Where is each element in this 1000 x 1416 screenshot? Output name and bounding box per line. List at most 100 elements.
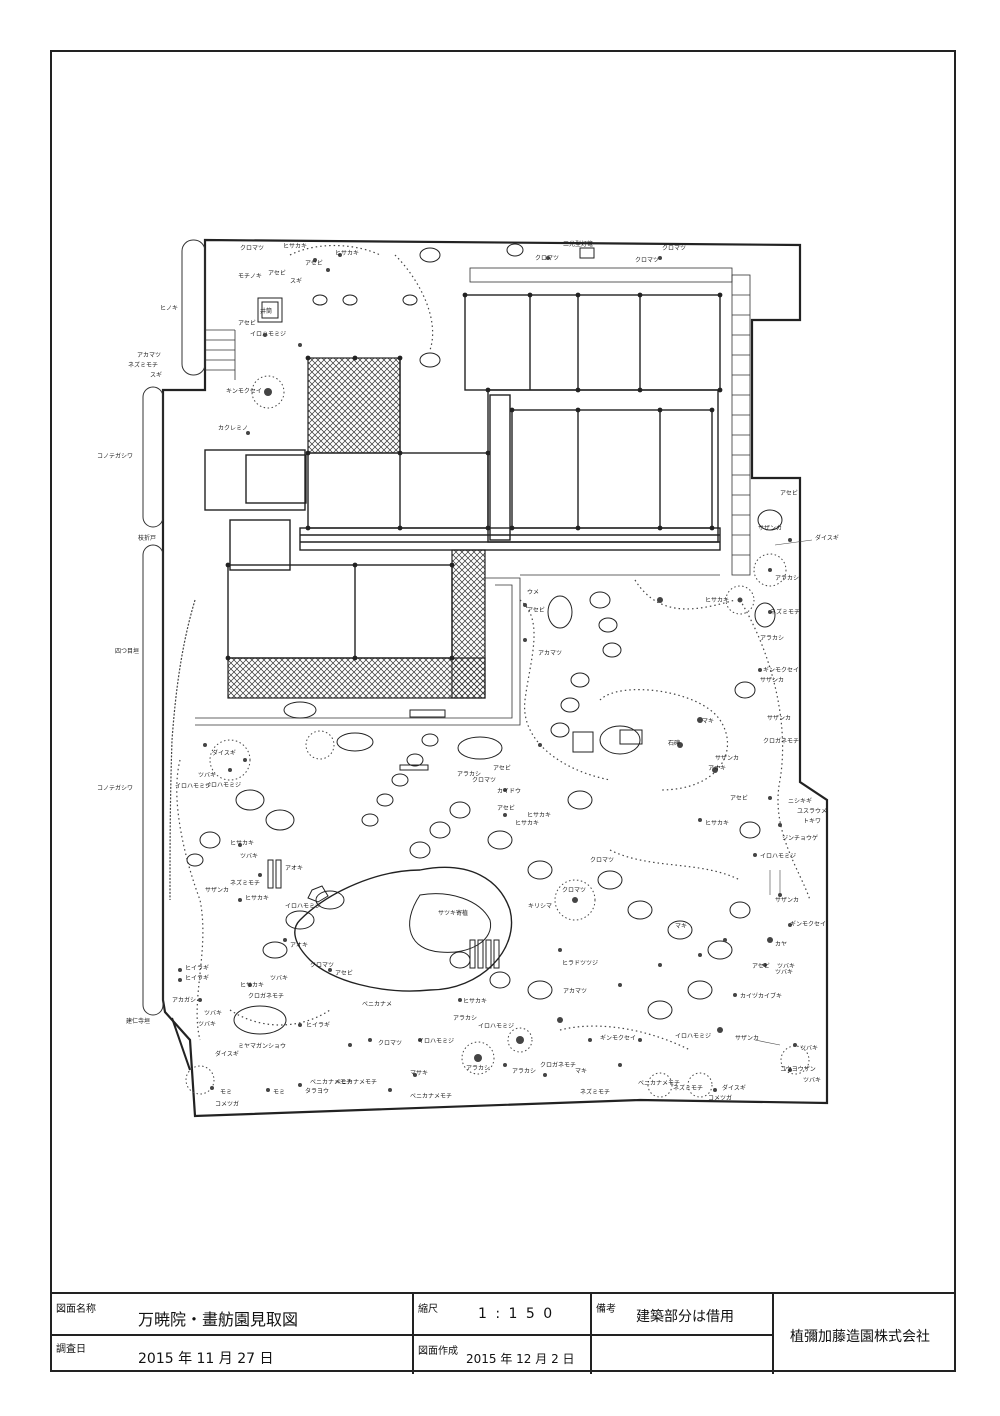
label-kuroganemochi: クロガネモチ [763, 737, 799, 745]
title-block: 図面名称 万暁院・畫舫園見取図 縮尺 1 : 1 5 0 備考 建築部分は借用 … [50, 1292, 956, 1374]
label-asebi: アセビ [780, 489, 798, 497]
label-nezumimochi: ネズミモチ [673, 1084, 703, 1092]
label-sazanka: サザンカ [205, 887, 229, 894]
drawing-sheet-frame [50, 50, 956, 1372]
label-kuromatsu: クロマツ [378, 1040, 402, 1047]
label-kometsuga: コメツガ [215, 1100, 239, 1108]
label-tsubaki: ツバキ [800, 1045, 818, 1052]
label-irohamomiji: イロハモミジ [205, 782, 241, 789]
label-hiiragi: ヒイラギ [185, 975, 209, 982]
label-konotegashiwa: コノテガシワ [97, 452, 133, 460]
label-yusuraume: ユスラウメ [797, 807, 827, 815]
kenninji-fence [171, 1017, 191, 1071]
label-nezumimochi: ネズミモチ [580, 1088, 610, 1096]
name-label: 図面名称 [56, 1304, 96, 1315]
label-asebi: アセビ [730, 794, 748, 802]
label-nezumimochi: ネズミモチ [128, 361, 158, 369]
label-kuromatsu: クロマツ [240, 245, 264, 252]
label-benikaname: ベニカナメモチ [638, 1080, 680, 1087]
label-arakashi: アラカシ [457, 771, 481, 778]
pond [294, 866, 513, 992]
fence-konotegashiwa-1 [142, 386, 164, 528]
stepping-stones [186, 243, 783, 1035]
label-maki: マキ [575, 1068, 587, 1075]
label-sazanka: サザンカ [767, 715, 791, 722]
fence-konotegashiwa-2 [142, 544, 164, 1016]
label-kouyouzan: コウヨウザン [780, 1065, 816, 1073]
label-kakuremino: カクレミノ [218, 425, 248, 432]
label-tokiwa: トキワ [803, 818, 821, 825]
label-akamatsu: アカマツ [563, 988, 587, 995]
leader-lines [754, 539, 813, 1046]
label-sazanka: サザンカ [735, 1035, 759, 1042]
label-mochinoki: モチノキ [238, 273, 262, 280]
label-ginmokusei: ギンモクセイ [600, 1035, 636, 1042]
label-ume: ウメ [527, 588, 539, 596]
label-nezumimochi: ネズミモチ [770, 608, 800, 616]
label-aoki: アオキ [290, 942, 308, 949]
label-kinmokusei: キンモクセイ [226, 388, 262, 395]
label-irohamomiji: イロハモミジ [675, 1033, 711, 1040]
note-label: 備考 [596, 1304, 616, 1315]
label-asebi: アセビ [335, 969, 353, 977]
label-tsubaki: ツバキ [775, 969, 793, 976]
label-irohamomiji: イロハモミジ [250, 331, 286, 338]
label-kuromatsu: クロマツ [590, 857, 614, 864]
note-value: 建築部分は借用 [636, 1309, 734, 1325]
label-kuroganemochi: クロガネモチ [248, 992, 284, 1000]
label-hisakaki: ヒサカキ [283, 243, 307, 250]
label-kaidou: カイドウ [497, 787, 521, 795]
label-jinchouge: ジンチョウゲ [782, 834, 818, 842]
created-date: 2015 年 12 月 2 日 [466, 1352, 575, 1366]
label-konotegashiwa: コノテガシワ [97, 784, 133, 792]
survey-label: 調査日 [56, 1344, 86, 1355]
label-asebi: アセビ [752, 962, 770, 970]
label-daisugi: ダイスギ [815, 534, 839, 542]
bridge-slabs [267, 709, 500, 969]
label-kuromatsu: クロマツ [562, 887, 586, 894]
label-hisakaki: ヒサカキ [335, 250, 359, 257]
label-ginmokusei: ギンモクセイ [790, 921, 826, 928]
label-irohamomiji: イロハモミジ [175, 783, 211, 790]
label-hisakaki: ヒサカキ [705, 597, 729, 604]
label-satsuki: サツキ寄植 [438, 909, 468, 917]
label-momi: モミ [273, 1089, 285, 1096]
label-sazanka: サザンカ [775, 897, 799, 904]
label-sazanka: サザンカ [760, 677, 784, 684]
garden-paths [176, 245, 811, 1051]
label-ginmokusei: ギンモクセイ [763, 667, 799, 674]
label-aoki: アオキ [285, 865, 303, 872]
hatched-corridor-3 [227, 657, 486, 699]
label-shiorido: 枝折戸 [138, 534, 156, 542]
scale-value: 1 : 1 5 0 [478, 1306, 555, 1322]
label-tsubaki: ツバキ [198, 772, 216, 779]
company-name: 植彌加藤造園株式会社 [790, 1329, 930, 1345]
scale-label: 縮尺 [418, 1304, 438, 1315]
label-tsubaki: ツバキ [777, 963, 795, 970]
label-kuroganemochi: クロガネモチ [540, 1061, 576, 1069]
label-well: 井筒 [260, 307, 272, 315]
label-kenninjigaki: 建仁寺垣 [126, 1017, 150, 1025]
label-benikaname: ベニカナメモチ [310, 1079, 352, 1086]
label-akagashi: アカガシ [172, 996, 196, 1004]
label-kaizukaibuki: カイヅカイブキ [740, 992, 782, 1000]
label-irohamomiji: イロハモミジ [285, 903, 321, 910]
label-masaki: マサキ [410, 1070, 428, 1077]
label-kirishima: キリシマ [528, 903, 552, 910]
drawing-title: 万暁院・畫舫園見取図 [138, 1310, 299, 1329]
label-tsubaki: ツバキ [240, 853, 258, 860]
label-daisugi: ダイスギ [212, 749, 236, 757]
fence-hinoki [181, 239, 206, 376]
label-tarayou: タラヨウ [305, 1087, 329, 1095]
label-nishikigi: ニシキギ [788, 798, 812, 805]
label-tsubaki: ツバキ [198, 1021, 216, 1028]
label-benikaname: ベニカナメ [362, 1001, 392, 1008]
label-arakashi: アラカシ [512, 1068, 536, 1075]
label-asebi: アセビ [268, 269, 286, 277]
label-sazanka: サザンカ [758, 525, 782, 532]
label-kaya: カヤ [775, 941, 787, 948]
label-akamatsu: アカマツ [538, 650, 562, 657]
label-kuromatsu: クロマツ [310, 962, 334, 969]
label-asebi: アセビ [497, 804, 515, 812]
